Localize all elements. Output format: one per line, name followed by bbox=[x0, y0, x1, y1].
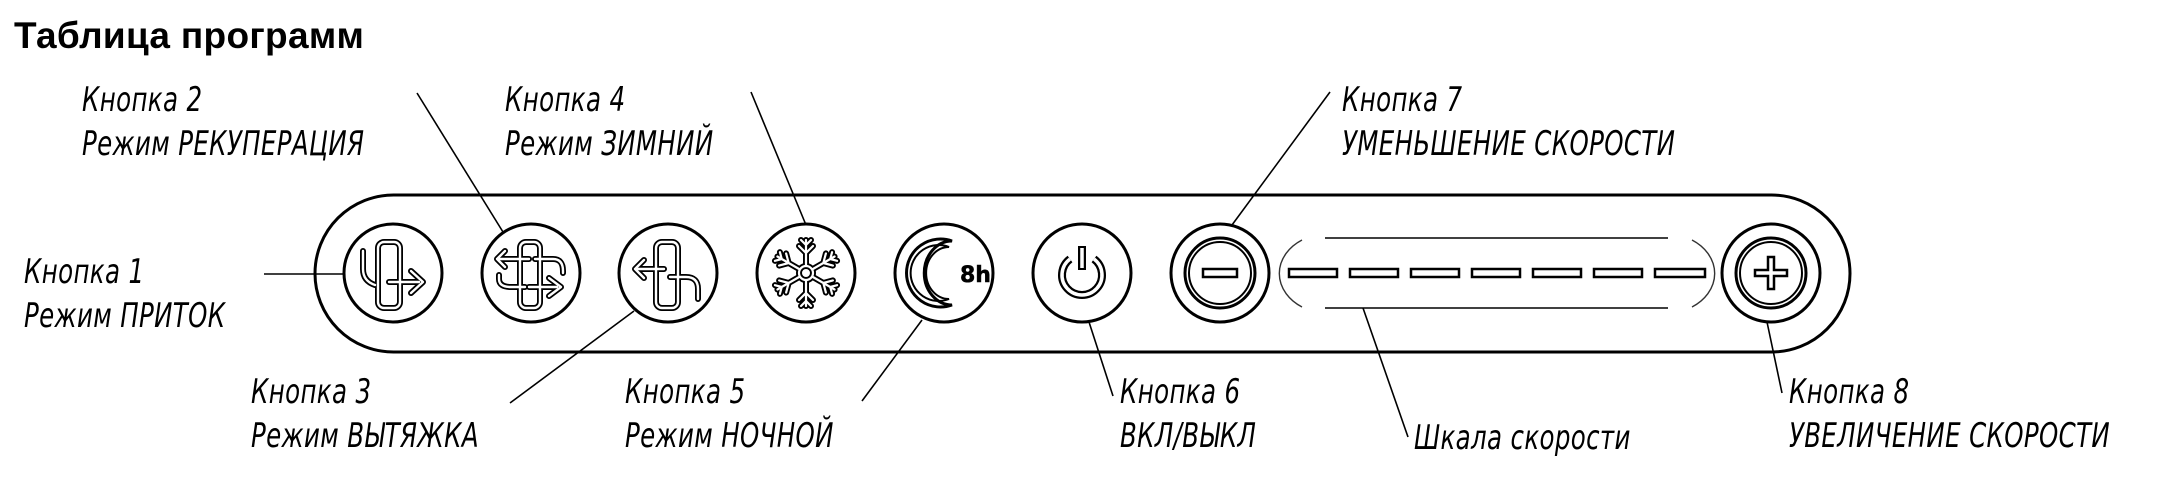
label-button-3: Кнопка 3 Режим ВЫТЯЖКА bbox=[251, 370, 479, 458]
speed-segment-4 bbox=[1470, 267, 1522, 279]
label-button-6-number: Кнопка 6 bbox=[1120, 372, 1241, 412]
moon-8h-icon: 8h bbox=[905, 237, 991, 309]
speed-segment-6 bbox=[1592, 267, 1644, 279]
label-button-1-number: Кнопка 1 bbox=[24, 252, 145, 292]
speed-segment-7 bbox=[1653, 267, 1707, 279]
label-button-4-number: Кнопка 4 bbox=[505, 80, 626, 120]
label-button-8: Кнопка 8 УВЕЛИЧЕНИЕ СКОРОСТИ bbox=[1789, 370, 2110, 458]
label-button-3-number: Кнопка 3 bbox=[251, 372, 372, 412]
button-1-supply[interactable] bbox=[342, 222, 444, 324]
button-4-winter[interactable] bbox=[755, 222, 857, 324]
leader-button-5 bbox=[861, 319, 923, 402]
speed-segment-1 bbox=[1287, 267, 1339, 279]
label-button-2-number: Кнопка 2 bbox=[82, 80, 203, 120]
recuperation-airflow-icon bbox=[494, 239, 566, 311]
leader-lines bbox=[264, 91, 1783, 438]
leader-button-2 bbox=[416, 92, 504, 233]
label-speed-scale: Шкала скорости bbox=[1414, 416, 1631, 460]
power-icon bbox=[1058, 246, 1106, 299]
button-6-power[interactable] bbox=[1031, 222, 1133, 324]
button-3-exhaust[interactable] bbox=[617, 222, 719, 324]
speed-segment-3 bbox=[1409, 267, 1461, 279]
leader-button-3 bbox=[509, 310, 635, 404]
label-button-8-number: Кнопка 8 bbox=[1789, 372, 1910, 412]
label-button-2-mode: Режим РЕКУПЕРАЦИЯ bbox=[82, 124, 365, 164]
label-button-2: Кнопка 2 Режим РЕКУПЕРАЦИЯ bbox=[82, 78, 364, 166]
leader-button-7 bbox=[1231, 91, 1331, 226]
exhaust-airflow-icon bbox=[632, 239, 701, 311]
button-2-recuperation[interactable] bbox=[480, 222, 582, 324]
label-button-4-mode: Режим ЗИМНИЙ bbox=[505, 124, 714, 164]
speed-segment-2 bbox=[1348, 267, 1400, 279]
label-button-1-mode: Режим ПРИТОК bbox=[24, 296, 226, 336]
leader-button-6 bbox=[1088, 321, 1114, 397]
label-button-3-mode: Режим ВЫТЯЖКА bbox=[251, 416, 480, 456]
snowflake-icon bbox=[774, 237, 838, 306]
leader-button-4 bbox=[750, 91, 807, 226]
page-title: Таблица программ bbox=[14, 15, 365, 56]
label-button-5: Кнопка 5 Режим НОЧНОЙ bbox=[625, 370, 834, 458]
label-button-7: Кнопка 7 УМЕНЬШЕНИЕ СКОРОСТИ bbox=[1342, 78, 1675, 166]
label-button-7-number: Кнопка 7 bbox=[1342, 80, 1463, 120]
leader-button-8 bbox=[1766, 321, 1783, 394]
label-button-4: Кнопка 4 Режим ЗИМНИЙ bbox=[505, 78, 714, 166]
label-button-5-number: Кнопка 5 bbox=[625, 372, 746, 412]
label-button-6: Кнопка 6 ВКЛ/ВЫКЛ bbox=[1120, 370, 1256, 458]
leader-speed-scale bbox=[1362, 307, 1409, 438]
speed-segments bbox=[1287, 267, 1707, 279]
night-timer-badge: 8h bbox=[960, 263, 991, 288]
minus-icon bbox=[1201, 267, 1239, 279]
label-button-7-mode: УМЕНЬШЕНИЕ СКОРОСТИ bbox=[1342, 124, 1676, 164]
speed-scale bbox=[1278, 237, 1716, 309]
label-speed-scale-text: Шкала скорости bbox=[1414, 418, 1631, 458]
button-7-decrease-speed[interactable] bbox=[1169, 222, 1271, 324]
button-5-night[interactable]: 8h bbox=[893, 222, 995, 324]
label-button-6-mode: ВКЛ/ВЫКЛ bbox=[1120, 416, 1257, 456]
button-8-increase-speed[interactable] bbox=[1720, 222, 1822, 324]
label-button-5-mode: Режим НОЧНОЙ bbox=[625, 416, 834, 456]
label-button-1: Кнопка 1 Режим ПРИТОК bbox=[24, 250, 225, 338]
label-button-8-mode: УВЕЛИЧЕНИЕ СКОРОСТИ bbox=[1789, 416, 2111, 456]
plus-icon bbox=[1753, 255, 1789, 291]
speed-segment-5 bbox=[1531, 267, 1583, 279]
